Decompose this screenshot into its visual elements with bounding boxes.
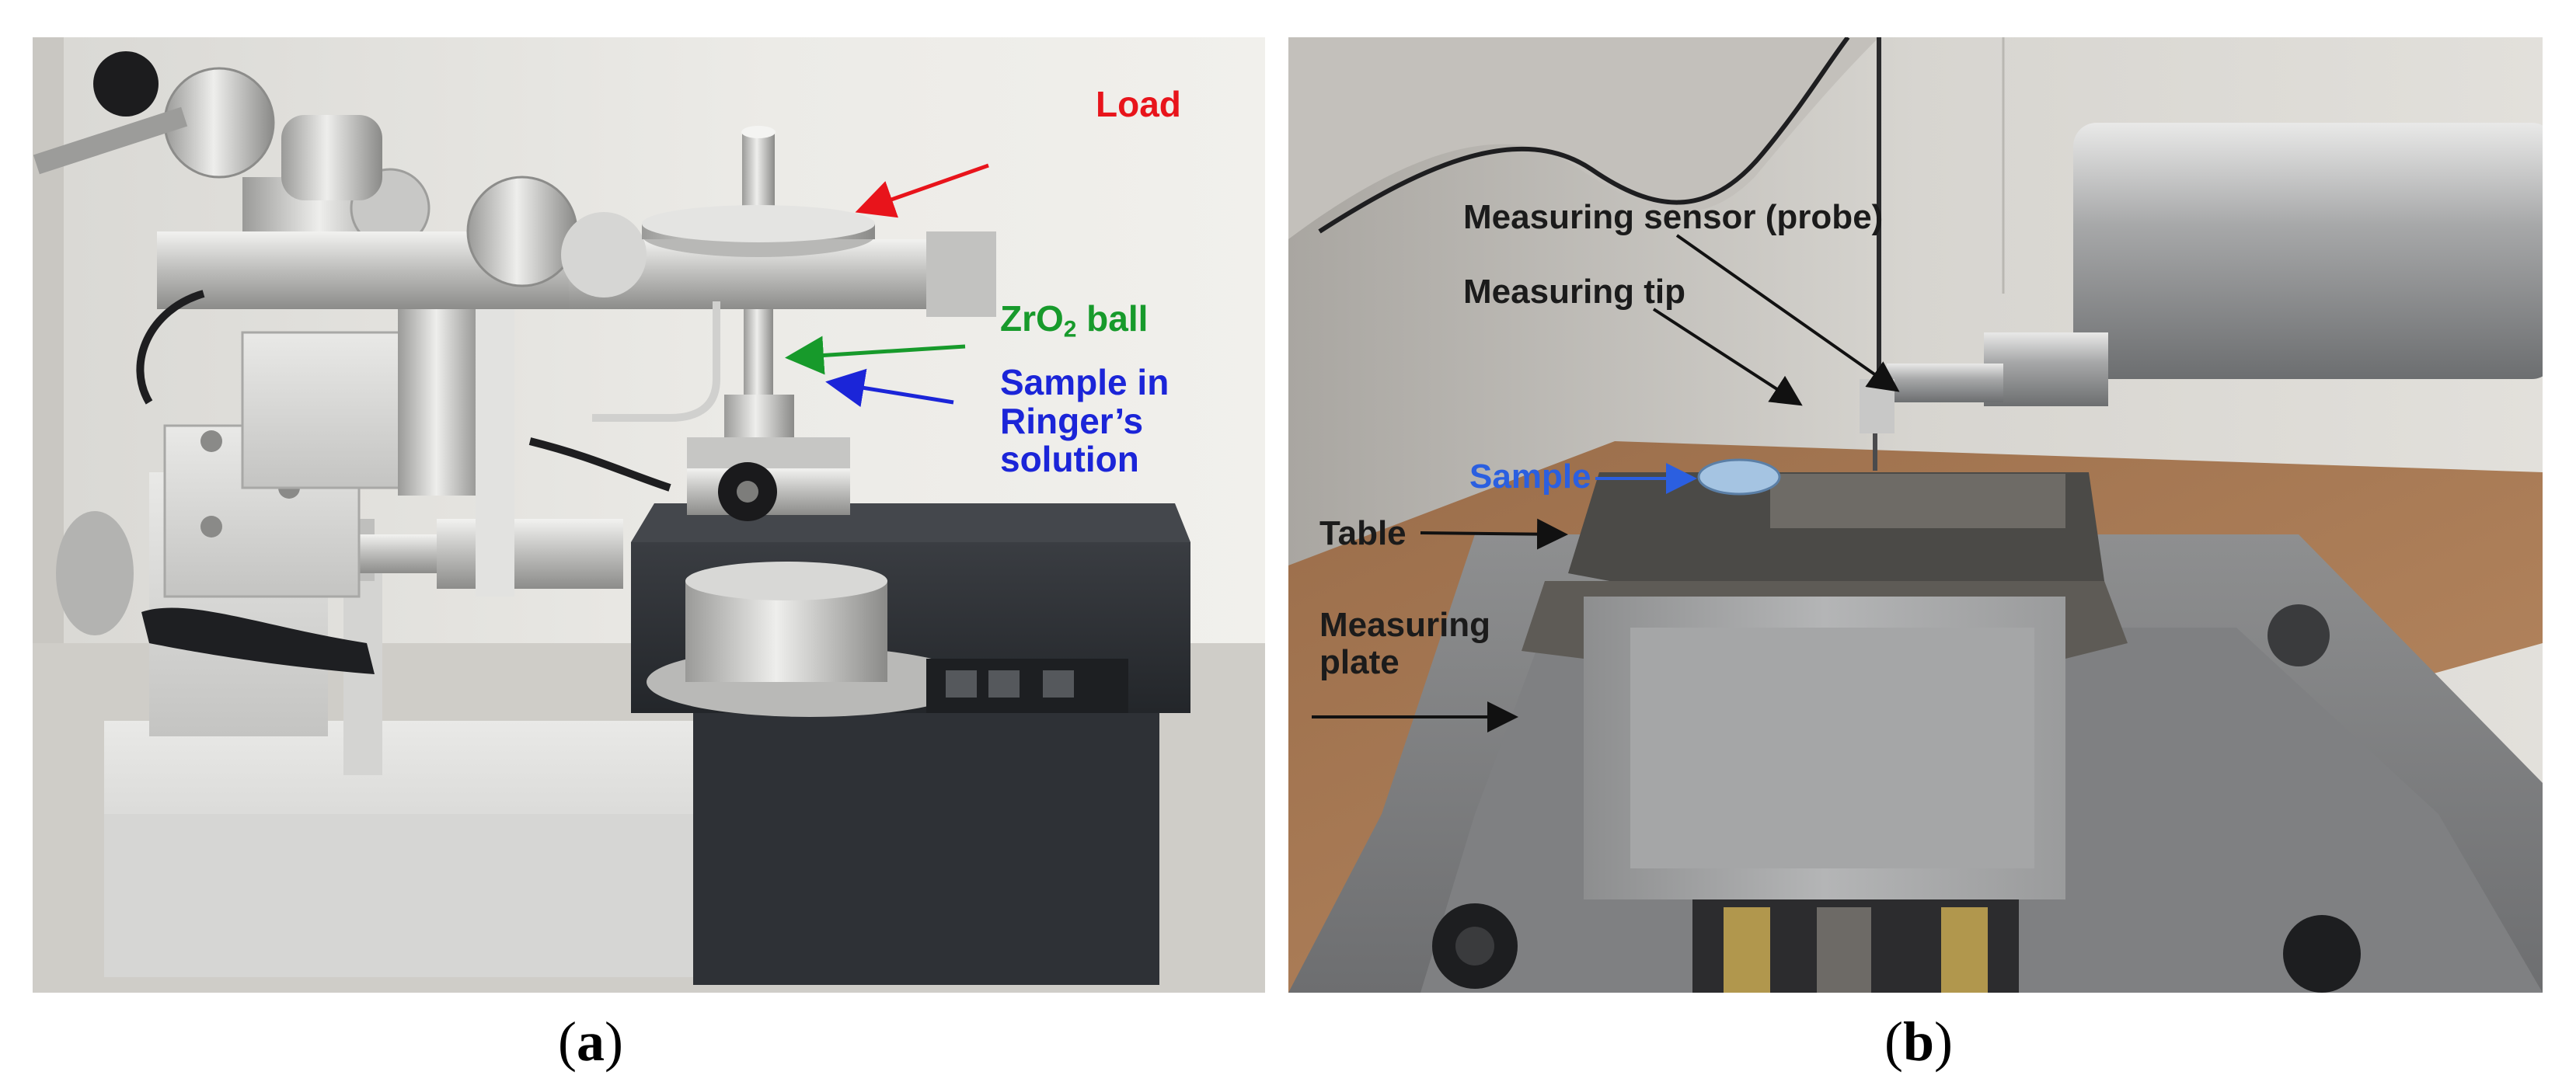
sensor-arrow <box>1675 234 1900 392</box>
sample-label-line1: Sample in <box>1000 362 1169 402</box>
photo-panel-b: Measuring sensor (probe) Measuring tip S… <box>1288 37 2543 993</box>
measuring-plate-label: Measuring plate <box>1319 607 1490 680</box>
table-label: Table <box>1319 514 1407 552</box>
caption-b-open: ( <box>1884 1011 1903 1073</box>
tribometer-illustration <box>33 37 1265 993</box>
sample-label-line3: solution <box>1000 439 1139 480</box>
caption-b-letter: b <box>1902 1011 1935 1073</box>
table-arrow <box>1420 518 1568 550</box>
caption-b: (b) <box>1884 1010 1953 1074</box>
load-label-text: Load <box>1096 84 1181 124</box>
load-arrow <box>855 163 989 218</box>
caption-a: (a) <box>558 1010 623 1074</box>
measuring-tip-label: Measuring tip <box>1463 273 1686 311</box>
photo-panel-a: Load ZrO2 ball Sample in Ringer’s soluti… <box>33 37 1265 993</box>
zro2-prefix: ZrO <box>1000 298 1064 339</box>
caption-a-close: ) <box>604 1011 623 1073</box>
zro2-suffix: ball <box>1076 298 1149 339</box>
caption-a-letter: a <box>576 1011 605 1073</box>
sample-arrow <box>825 368 954 408</box>
zro2-ball-label: ZrO2 ball <box>1000 298 1149 343</box>
arrows-overlay-a <box>785 163 989 408</box>
caption-a-open: ( <box>558 1011 577 1073</box>
sample-in-ringer-label: Sample in Ringer’s solution <box>1000 362 1169 480</box>
ball-arrow <box>785 336 966 375</box>
sample-label-b: Sample <box>1469 458 1591 496</box>
sample-label-line2: Ringer’s <box>1000 400 1144 441</box>
measuring-sensor-label: Measuring sensor (probe) <box>1463 198 1884 236</box>
profilometer-illustration <box>1288 37 2543 993</box>
caption-b-close: ) <box>1934 1011 1954 1073</box>
plate-label-line1: Measuring <box>1319 606 1491 644</box>
plate-label-line2: plate <box>1319 642 1400 681</box>
arrows-overlay-b <box>1312 234 1900 732</box>
tip-arrow <box>1652 308 1803 406</box>
zro2-subscript: 2 <box>1063 316 1077 343</box>
load-label: Load <box>1096 85 1181 124</box>
